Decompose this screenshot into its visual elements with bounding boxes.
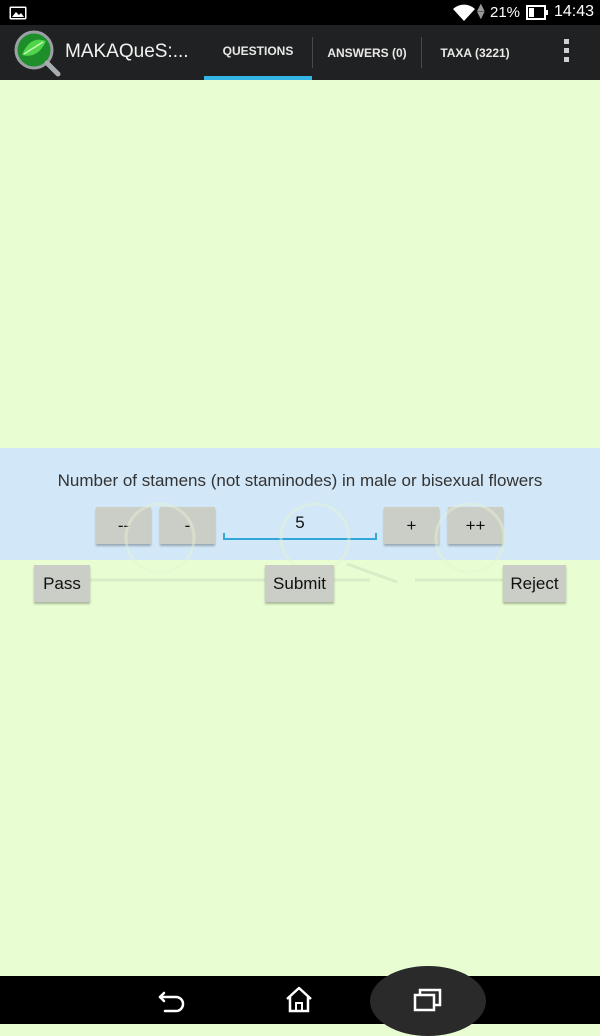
increment-button[interactable]: +	[384, 507, 439, 544]
battery-percent: 21%	[490, 4, 521, 21]
pass-button[interactable]: Pass	[34, 565, 90, 602]
decrement-button[interactable]: -	[160, 507, 215, 544]
navigation-bar	[0, 966, 600, 1036]
action-bar: MAKAQueS:... QUESTIONS ANSWERS (0) TAXA …	[0, 25, 600, 80]
value-input[interactable]	[224, 508, 376, 540]
status-bar: ▲▼ 21% 14:43	[0, 0, 600, 25]
wifi-icon	[453, 4, 475, 21]
tab-questions[interactable]: QUESTIONS	[204, 25, 312, 80]
tab-answers[interactable]: ANSWERS (0)	[327, 45, 407, 60]
question-text: Number of stamens (not staminodes) in ma…	[57, 471, 543, 490]
back-icon[interactable]	[154, 984, 190, 1016]
overflow-menu-icon[interactable]	[554, 39, 578, 67]
app-title: MAKAQueS:...	[65, 41, 189, 62]
recents-icon[interactable]	[410, 984, 446, 1016]
gallery-icon	[9, 6, 27, 20]
tab-divider	[421, 37, 422, 68]
input-underline-tick	[223, 533, 225, 540]
data-arrows-icon: ▲▼	[477, 2, 485, 21]
tab-divider	[312, 37, 313, 68]
submit-button[interactable]: Submit	[265, 565, 334, 602]
battery-icon	[526, 5, 548, 20]
tab-taxa[interactable]: TAXA (3221)	[440, 45, 510, 60]
input-underline-tick	[375, 533, 377, 540]
question-panel: Number of stamens (not staminodes) in ma…	[0, 448, 600, 560]
increment-more-button[interactable]: ++	[448, 507, 503, 544]
reject-button[interactable]: Reject	[503, 565, 566, 602]
decrement-more-button[interactable]: --	[96, 507, 151, 544]
app-logo-icon[interactable]	[12, 29, 62, 77]
home-icon[interactable]	[281, 984, 317, 1016]
clock: 14:43	[554, 3, 595, 20]
